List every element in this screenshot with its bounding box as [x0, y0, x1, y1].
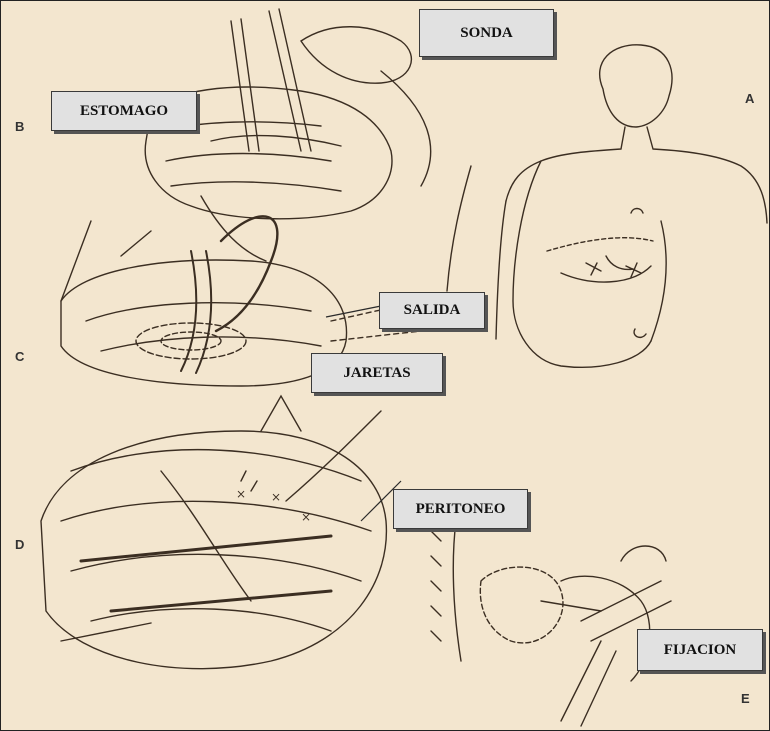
figure-letter-b: B: [15, 119, 24, 134]
label-jaretas: JARETAS: [311, 353, 443, 393]
svg-text:×: ×: [271, 490, 281, 504]
figure-letter-d: D: [15, 537, 24, 552]
figure-letter-c: C: [15, 349, 24, 364]
label-sonda: SONDA: [419, 9, 554, 57]
child-torso-figure: [447, 45, 767, 367]
panel-d-sketch: × × ×: [41, 396, 386, 669]
label-fijacion: FIJACION: [637, 629, 763, 671]
figure-letter-a: A: [745, 91, 754, 106]
svg-text:×: ×: [301, 510, 311, 524]
label-salida: SALIDA: [379, 292, 485, 329]
figure-letter-e: E: [741, 691, 750, 706]
svg-text:×: ×: [236, 487, 246, 501]
label-estomago: ESTOMAGO: [51, 91, 197, 131]
panel-b-sketch: [145, 9, 430, 261]
panel-e-sketch: [431, 521, 671, 726]
label-peritoneo: PERITONEO: [393, 489, 528, 529]
